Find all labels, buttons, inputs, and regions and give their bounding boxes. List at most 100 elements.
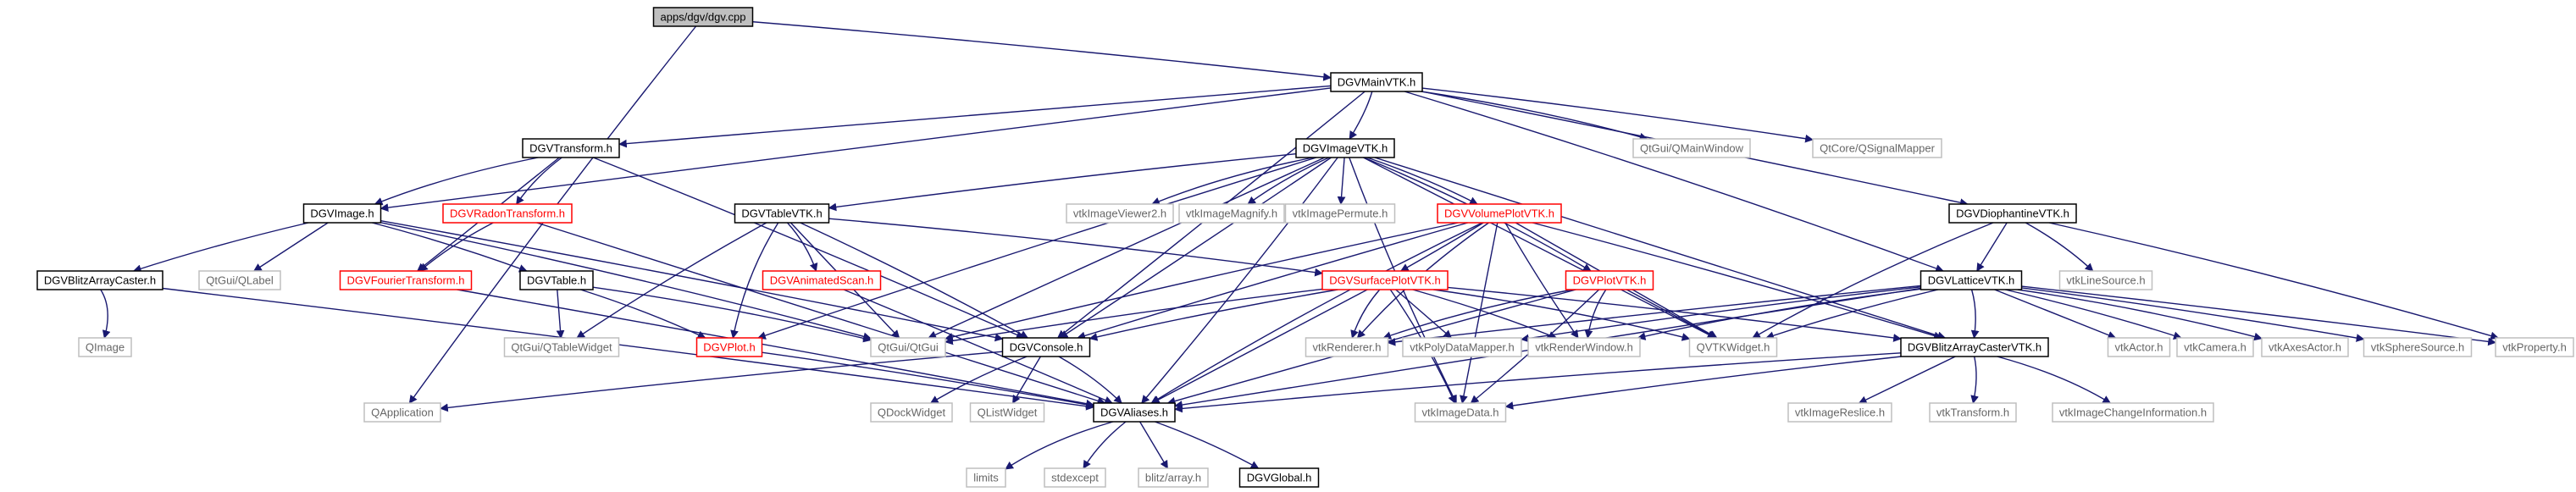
node-imagevtk-box xyxy=(1295,138,1395,158)
edge-plotvtk-to-renderwindow xyxy=(1584,289,1607,339)
node-limits[interactable]: limits xyxy=(966,467,1006,488)
edge-volumeplot-to-aliases xyxy=(1150,222,1483,404)
node-volumeplot-label: DGVVolumePlotVTK.h xyxy=(1444,207,1554,219)
nodes-layer: apps/dgv/dgv.cppDGVMainVTK.hDGVTransform… xyxy=(36,7,2574,488)
node-qsignalmapper[interactable]: QtCore/QSignalMapper xyxy=(1812,138,1942,158)
node-blitzcastervtk-label: DGVBlitzArrayCasterVTK.h xyxy=(1908,340,2041,353)
node-camera[interactable]: vtkCamera.h xyxy=(2176,337,2254,357)
node-diophantine-label: DGVDiophantineVTK.h xyxy=(1956,207,2069,219)
node-stdexcept-box xyxy=(1044,467,1106,488)
node-fourier[interactable]: DGVFourierTransform.h xyxy=(339,270,473,290)
node-imagepermute[interactable]: vtkImagePermute.h xyxy=(1284,203,1396,224)
node-linesource-box xyxy=(2058,270,2153,290)
node-aliases[interactable]: DGVAliases.h xyxy=(1093,402,1176,423)
node-diophantine[interactable]: DGVDiophantineVTK.h xyxy=(1948,203,2077,224)
node-renderwindow[interactable]: vtkRenderWindow.h xyxy=(1527,337,1641,357)
node-actor-box xyxy=(2107,337,2171,357)
node-dgvglobal[interactable]: DGVGlobal.h xyxy=(1238,467,1320,488)
node-qtgui[interactable]: QtGui/QtGui xyxy=(870,337,946,357)
node-lattice[interactable]: DGVLatticeVTK.h xyxy=(1920,270,2023,290)
edge-dgvimage-to-dgvtable xyxy=(372,222,528,273)
node-blitzcaster-box xyxy=(36,270,163,290)
node-volumeplot[interactable]: DGVVolumePlotVTK.h xyxy=(1437,203,1562,224)
node-spheresource[interactable]: vtkSphereSource.h xyxy=(2363,337,2473,357)
edge-mainvtk-to-transform xyxy=(618,85,1332,148)
node-qimage-box xyxy=(78,337,132,357)
node-surfaceplot-box xyxy=(1321,270,1449,290)
node-tablevtk[interactable]: DGVTableVTK.h xyxy=(734,203,830,224)
node-vtktransform[interactable]: vtkTransform.h xyxy=(1929,402,2017,423)
node-dgvplot-box xyxy=(695,337,763,357)
node-renderer-label: vtkRenderer.h xyxy=(1313,340,1382,353)
edge-blitzcastervtk-to-vtktransform xyxy=(1970,356,1979,404)
node-imagechangeinfo[interactable]: vtkImageChangeInformation.h xyxy=(2052,402,2214,423)
node-console[interactable]: DGVConsole.h xyxy=(1001,337,1091,357)
node-transform[interactable]: DGVTransform.h xyxy=(522,138,620,158)
edge-imagevtk-to-imagepermute xyxy=(1337,157,1346,205)
edge-tablevtk-to-qtablewidget xyxy=(576,222,767,339)
node-stdexcept[interactable]: stdexcept xyxy=(1044,467,1106,488)
node-plotvtk[interactable]: DGVPlotVTK.h xyxy=(1565,270,1654,290)
node-blitzcastervtk[interactable]: DGVBlitzArrayCasterVTK.h xyxy=(1900,337,2049,357)
node-qlabel[interactable]: QtGui/QLabel xyxy=(198,270,281,290)
node-imagemagnify[interactable]: vtkImageMagnify.h xyxy=(1178,203,1285,224)
node-renderer[interactable]: vtkRenderer.h xyxy=(1305,337,1389,357)
edge-blitzcastervtk-to-imagechangeinfo xyxy=(1997,356,2112,404)
node-qapplication[interactable]: QApplication xyxy=(363,402,441,423)
edge-blitzcastervtk-to-imagedata xyxy=(1504,356,1902,410)
node-dgvglobal-box xyxy=(1238,467,1320,488)
node-dgvplot[interactable]: DGVPlot.h xyxy=(695,337,763,357)
node-qmainwindow-box xyxy=(1632,138,1751,158)
node-imagereslice[interactable]: vtkImageReslice.h xyxy=(1787,402,1892,423)
node-imageviewer2[interactable]: vtkImageViewer2.h xyxy=(1066,203,1174,224)
node-animscan[interactable]: DGVAnimatedScan.h xyxy=(762,270,882,290)
node-imagedata[interactable]: vtkImageData.h xyxy=(1414,402,1507,423)
node-transform-box xyxy=(522,138,620,158)
node-property[interactable]: vtkProperty.h xyxy=(2495,337,2574,357)
node-dgvtable[interactable]: DGVTable.h xyxy=(519,270,594,290)
node-transform-label: DGVTransform.h xyxy=(529,141,612,154)
edge-console-to-qdockwidget xyxy=(929,356,1028,404)
node-axesactor[interactable]: vtkAxesActor.h xyxy=(2261,337,2349,357)
node-qimage[interactable]: QImage xyxy=(78,337,132,357)
node-tablevtk-box xyxy=(734,203,830,224)
edge-lattice-to-qvtkwidget xyxy=(1765,289,1939,340)
node-radon[interactable]: DGVRadonTransform.h xyxy=(442,203,573,224)
node-dgv[interactable]: apps/dgv/dgv.cpp xyxy=(652,7,754,27)
edge-lattice-to-polymapper xyxy=(1521,286,1921,343)
node-linesource[interactable]: vtkLineSource.h xyxy=(2058,270,2153,290)
edge-plotvtk-to-qvtkwidget xyxy=(1626,289,1717,339)
node-polymapper-box xyxy=(1402,337,1522,357)
node-mainvtk[interactable]: DGVMainVTK.h xyxy=(1330,72,1423,92)
edge-lattice-to-camera xyxy=(2004,289,2182,340)
node-qmainwindow[interactable]: QtGui/QMainWindow xyxy=(1632,138,1751,158)
edge-transform-to-console xyxy=(593,157,1025,339)
node-surfaceplot-label: DGVSurfacePlotVTK.h xyxy=(1329,274,1441,286)
node-renderer-box xyxy=(1305,337,1389,357)
node-blitzcaster[interactable]: DGVBlitzArrayCaster.h xyxy=(36,270,163,290)
node-imagevtk[interactable]: DGVImageVTK.h xyxy=(1295,138,1395,158)
node-qsignalmapper-box xyxy=(1812,138,1942,158)
node-spheresource-label: vtkSphereSource.h xyxy=(2371,340,2465,353)
node-surfaceplot[interactable]: DGVSurfacePlotVTK.h xyxy=(1321,270,1449,290)
edge-imagevtk-to-aliases xyxy=(1141,157,1338,404)
node-axesactor-label: vtkAxesActor.h xyxy=(2269,340,2341,353)
node-qtablewidget[interactable]: QtGui/QTableWidget xyxy=(503,337,620,357)
node-console-box xyxy=(1001,337,1091,357)
edge-fourier-to-aliases xyxy=(457,289,1094,408)
node-mainvtk-box xyxy=(1330,72,1423,92)
edge-diophantine-to-lattice xyxy=(1976,222,2008,272)
node-qapplication-label: QApplication xyxy=(371,406,434,418)
node-qlistwidget[interactable]: QListWidget xyxy=(969,402,1045,423)
edge-dgvplot-to-aliases xyxy=(762,351,1094,409)
node-actor[interactable]: vtkActor.h xyxy=(2107,337,2171,357)
edge-diophantine-to-qvtkwidget xyxy=(1752,222,1994,339)
node-dgvimage[interactable]: DGVImage.h xyxy=(302,203,382,224)
node-qdockwidget[interactable]: QDockWidget xyxy=(870,402,953,423)
node-diophantine-box xyxy=(1948,203,2077,224)
node-blitzarray[interactable]: blitz/array.h xyxy=(1138,467,1209,488)
node-dgv-label: apps/dgv/dgv.cpp xyxy=(661,10,746,23)
node-qvtkwidget[interactable]: QVTKWidget.h xyxy=(1688,337,1778,357)
node-polymapper[interactable]: vtkPolyDataMapper.h xyxy=(1402,337,1522,357)
